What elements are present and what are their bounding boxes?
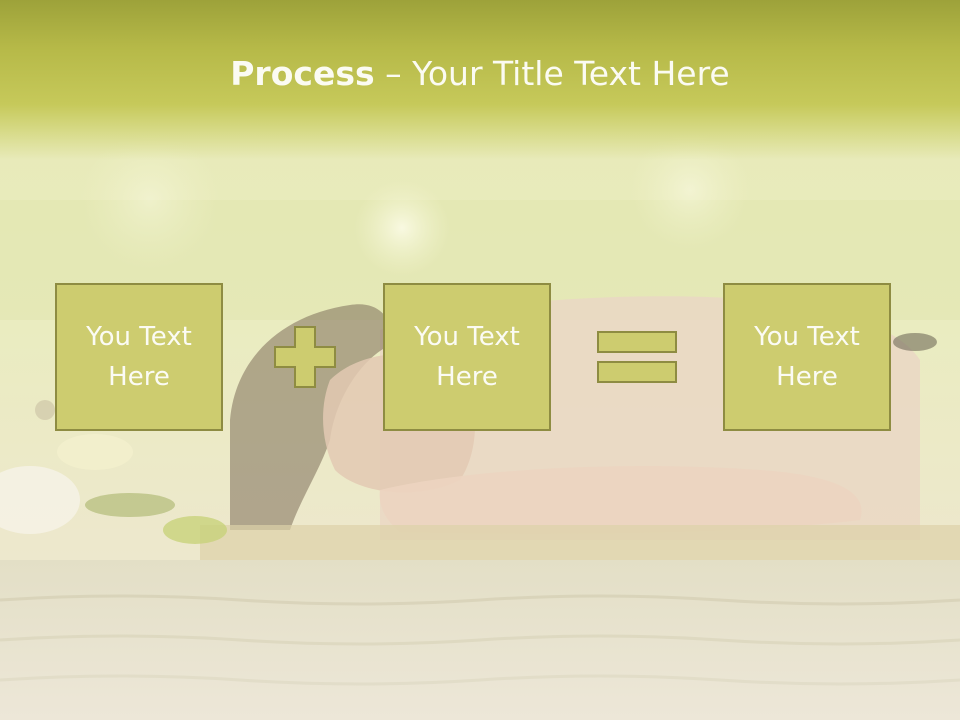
- equals-icon: [597, 331, 677, 383]
- title-rest: – Your Title Text Here: [374, 54, 730, 93]
- process-box-1[interactable]: You Text Here: [55, 283, 223, 431]
- process-box-label: You Text Here: [86, 322, 192, 392]
- title-band: [0, 0, 960, 160]
- plus-icon: [274, 326, 336, 388]
- title-bold: Process: [230, 54, 375, 93]
- process-box-label: You Text Here: [754, 322, 860, 392]
- process-box-label: You Text Here: [414, 322, 520, 392]
- process-box-2[interactable]: You Text Here: [383, 283, 551, 431]
- slide-title: Process – Your Title Text Here: [0, 54, 960, 93]
- process-box-3[interactable]: You Text Here: [723, 283, 891, 431]
